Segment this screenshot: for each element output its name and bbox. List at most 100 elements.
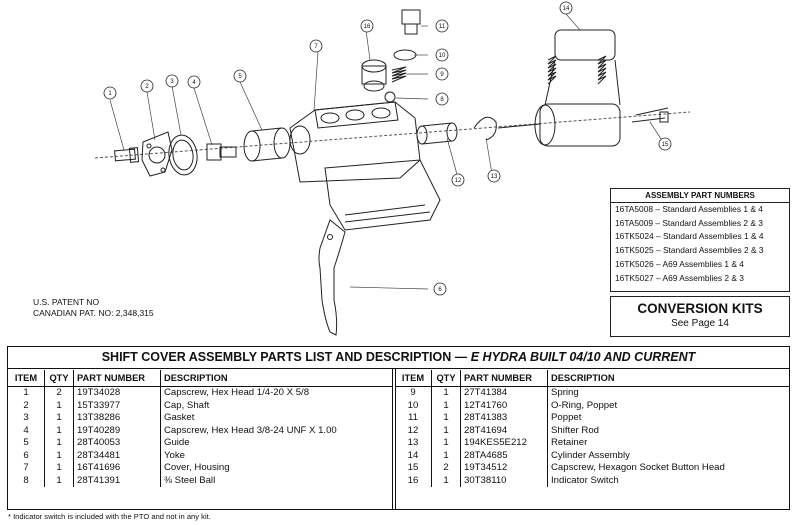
- conversion-kits-box: CONVERSION KITS See Page 14: [610, 296, 790, 337]
- header-description: DESCRIPTION: [547, 370, 789, 387]
- part-number-cell: 16T41696: [73, 462, 161, 475]
- patent-info: U.S. PATENT NO CANADIAN PAT. NO: 2,348,3…: [33, 297, 154, 319]
- steel-ball-part: [384, 91, 396, 103]
- parts-list-title-main: SHIFT COVER ASSEMBLY PARTS LIST AND DESC…: [101, 350, 468, 364]
- description-cell: Cover, Housing: [160, 462, 392, 475]
- item-cell: 14: [407, 449, 419, 461]
- description-cell: Cylinder Assembly: [547, 449, 789, 462]
- capscrew-part: [114, 147, 140, 163]
- callout-1: 1: [103, 86, 117, 100]
- item-cell: 15: [407, 462, 419, 474]
- item-cell: 8: [23, 474, 29, 486]
- header-part-number: PART NUMBER: [460, 370, 548, 387]
- svg-text:6: 6: [438, 287, 442, 293]
- callout-6: 6: [433, 282, 447, 296]
- svg-text:1: 1: [108, 91, 112, 97]
- part-number-cell: 28T41383: [460, 412, 548, 425]
- qty-cell: 1: [431, 474, 461, 487]
- exploded-diagram: 1 2 3 4 5 6 7 8 9 10 11 12 13 14 15 16: [94, 1, 691, 336]
- svg-text:5: 5: [238, 74, 242, 80]
- svg-text:11: 11: [439, 24, 446, 30]
- cover-housing-part: [289, 101, 441, 231]
- item-cell: 5: [23, 437, 29, 449]
- capscrew-part: [206, 143, 237, 161]
- qty-cell: 1: [44, 462, 74, 475]
- part-number-cell: 19T34028: [73, 386, 161, 400]
- assembly-line: 16TK5027 – A69 Assemblies 2 & 3: [615, 272, 744, 283]
- svg-text:3: 3: [170, 79, 174, 85]
- callout-13: 13: [487, 169, 501, 183]
- assembly-line: 16TA5009 – Standard Assemblies 2 & 3: [615, 217, 763, 228]
- svg-text:13: 13: [491, 174, 498, 180]
- callout-14: 14: [559, 1, 573, 15]
- qty-cell: 1: [431, 412, 461, 425]
- part-number-cell: 28T41391: [73, 474, 161, 487]
- part-number-cell: 28TA4685: [460, 449, 548, 462]
- description-cell: Retainer: [547, 437, 789, 450]
- callout-15: 15: [658, 137, 672, 151]
- part-number-cell: 12T41760: [460, 399, 548, 412]
- item-cell: 11: [408, 412, 418, 424]
- assembly-part-numbers-title: ASSEMBLY PART NUMBERS: [611, 189, 789, 203]
- svg-text:12: 12: [455, 178, 462, 184]
- indicator-switch-part: [401, 9, 421, 35]
- poppet-part: [361, 59, 387, 92]
- callout-5: 5: [233, 69, 247, 83]
- header-item: ITEM: [395, 370, 432, 387]
- shaft-centerline: [94, 111, 691, 159]
- assembly-line: 16TA5008 – Standard Assemblies 1 & 4: [615, 204, 763, 214]
- qty-cell: 1: [431, 449, 461, 462]
- table-divider: [392, 368, 396, 509]
- part-number-cell: 19T40289: [73, 424, 161, 437]
- item-cell: 13: [407, 437, 419, 449]
- svg-text:14: 14: [563, 6, 570, 12]
- item-cell: 12: [407, 424, 419, 436]
- qty-cell: 1: [431, 386, 461, 400]
- svg-text:16: 16: [364, 24, 371, 30]
- description-cell: Guide: [160, 437, 392, 450]
- part-number-cell: 30T38110: [460, 474, 548, 487]
- part-number-cell: 28T34481: [73, 449, 161, 462]
- description-cell: ⅜ Steel Ball: [160, 474, 392, 487]
- callout-3: 3: [165, 74, 179, 88]
- footnote: * Indicator switch is included with the …: [8, 512, 211, 521]
- description-cell: Spring: [547, 386, 789, 400]
- retainer-part: [473, 116, 497, 141]
- parts-list-title: SHIFT COVER ASSEMBLY PARTS LIST AND DESC…: [8, 347, 789, 369]
- description-cell: O-Ring, Poppet: [547, 399, 789, 412]
- qty-cell: 1: [431, 399, 461, 412]
- callout-10: 10: [435, 48, 449, 62]
- svg-text:2: 2: [145, 84, 149, 90]
- parts-list: SHIFT COVER ASSEMBLY PARTS LIST AND DESC…: [7, 346, 790, 510]
- callout-2: 2: [140, 79, 154, 93]
- part-number-cell: 19T34512: [460, 462, 548, 475]
- part-number-cell: 15T33977: [73, 399, 161, 412]
- part-number-cell: 28T40053: [73, 437, 161, 450]
- item-cell: 7: [23, 462, 29, 474]
- qty-cell: 1: [44, 449, 74, 462]
- gasket-part: [168, 134, 198, 176]
- qty-cell: 1: [44, 474, 74, 487]
- item-cell: 9: [410, 387, 416, 399]
- callout-16: 16: [360, 19, 374, 33]
- svg-text:8: 8: [440, 97, 444, 103]
- patent-line: U.S. PATENT NO: [33, 297, 100, 307]
- qty-cell: 1: [44, 412, 74, 425]
- cylinder-assembly-part: [497, 29, 621, 147]
- qty-cell: 1: [431, 424, 461, 437]
- header-item: ITEM: [8, 370, 45, 387]
- oring-part: [393, 49, 417, 61]
- conversion-kits-title: CONVERSION KITS: [637, 301, 763, 316]
- svg-text:9: 9: [440, 72, 444, 78]
